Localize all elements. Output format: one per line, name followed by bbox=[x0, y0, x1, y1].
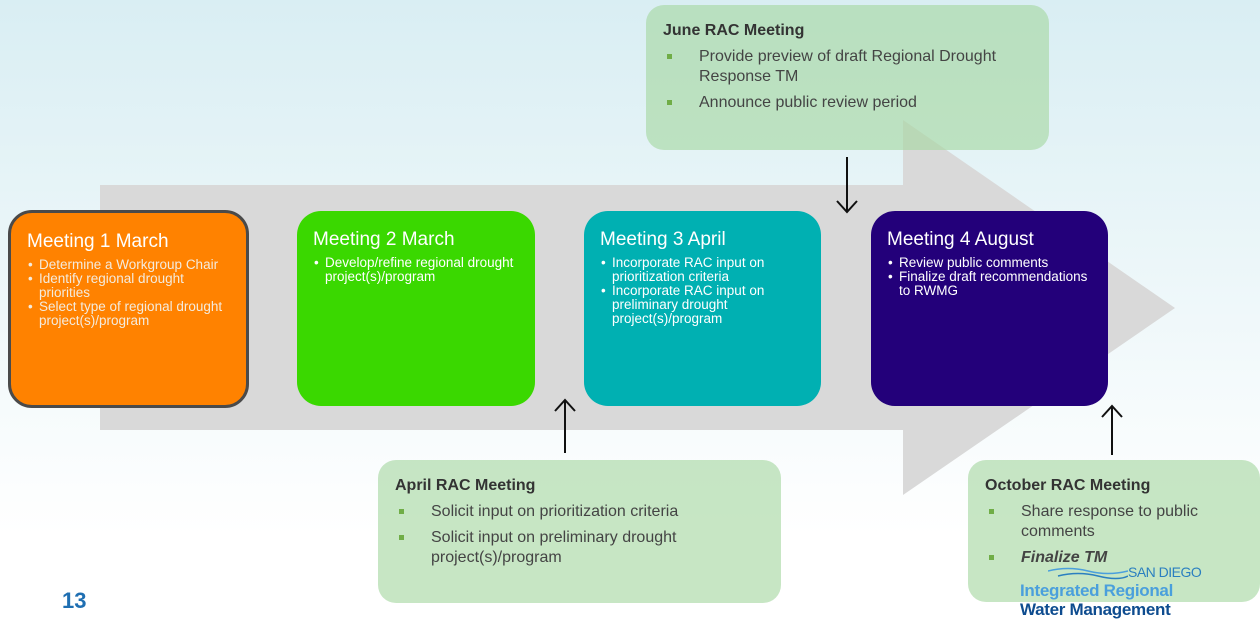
june-rac-callout: June RAC Meeting Provide preview of draf… bbox=[646, 5, 1049, 150]
october-rac-bullet: Finalize TM bbox=[985, 548, 1250, 568]
sdirwm-logo: SAN DIEGO Integrated Regional Water Mana… bbox=[1018, 562, 1208, 624]
meeting-2-box: Meeting 2 March Develop/refine regional … bbox=[297, 211, 535, 406]
water-wave-icon bbox=[1048, 567, 1128, 580]
meeting-4-bullet: Finalize draft recommendations to RWMG bbox=[887, 270, 1094, 298]
october-rac-callout: October RAC Meeting Share response to pu… bbox=[968, 460, 1260, 602]
april-rac-bullets: Solicit input on prioritization criteria… bbox=[395, 502, 765, 568]
april-rac-title: April RAC Meeting bbox=[395, 477, 536, 494]
meeting-1-bullet: Identify regional drought priorities bbox=[27, 272, 232, 300]
october-rac-bullets: Share response to public comments Finali… bbox=[985, 502, 1250, 568]
meeting-1-title: Meeting 1 March bbox=[27, 231, 169, 252]
meeting-3-bullets: Incorporate RAC input on prioritization … bbox=[600, 256, 807, 326]
april-rac-callout: April RAC Meeting Solicit input on prior… bbox=[378, 460, 781, 603]
june-rac-title: June RAC Meeting bbox=[663, 22, 805, 39]
meeting-2-bullets: Develop/refine regional drought project(… bbox=[313, 256, 521, 284]
meeting-1-bullet: Select type of regional drought project(… bbox=[27, 300, 232, 328]
page-number: 13 bbox=[62, 588, 87, 613]
october-rac-title: October RAC Meeting bbox=[985, 477, 1151, 494]
meeting-2-bullet: Develop/refine regional drought project(… bbox=[313, 256, 521, 284]
april-rac-bullet: Solicit input on preliminary drought pro… bbox=[395, 528, 765, 568]
meeting-4-box: Meeting 4 August Review public comments … bbox=[871, 211, 1108, 406]
meeting-1-bullets: Determine a Workgroup Chair Identify reg… bbox=[27, 258, 232, 328]
june-rac-bullet: Announce public review period bbox=[663, 93, 1033, 113]
meeting-4-bullet: Review public comments bbox=[887, 256, 1094, 271]
logo-line-2: Integrated Regional bbox=[1020, 581, 1173, 600]
meeting-1-box: Meeting 1 March Determine a Workgroup Ch… bbox=[8, 210, 249, 408]
logo-line-1: SAN DIEGO bbox=[1128, 564, 1202, 580]
logo-line-3: Water Management bbox=[1020, 600, 1171, 619]
april-rac-bullet: Solicit input on prioritization criteria bbox=[395, 502, 765, 522]
june-rac-bullet: Provide preview of draft Regional Drough… bbox=[663, 47, 1033, 87]
meeting-4-title: Meeting 4 August bbox=[887, 229, 1034, 250]
april-connector-arrow-icon bbox=[554, 398, 576, 453]
october-connector-arrow-icon bbox=[1101, 404, 1123, 455]
meeting-3-title: Meeting 3 April bbox=[600, 229, 726, 250]
meeting-1-bullet: Determine a Workgroup Chair bbox=[27, 258, 232, 273]
meeting-2-title: Meeting 2 March bbox=[313, 229, 455, 250]
meeting-3-bullet: Incorporate RAC input on preliminary dro… bbox=[600, 284, 807, 326]
meeting-3-bullet: Incorporate RAC input on prioritization … bbox=[600, 256, 807, 284]
october-rac-bullet: Share response to public comments bbox=[985, 502, 1250, 542]
june-connector-arrow-icon bbox=[836, 157, 858, 214]
meeting-3-box: Meeting 3 April Incorporate RAC input on… bbox=[584, 211, 821, 406]
june-rac-bullets: Provide preview of draft Regional Drough… bbox=[663, 47, 1033, 113]
meeting-4-bullets: Review public comments Finalize draft re… bbox=[887, 256, 1094, 298]
